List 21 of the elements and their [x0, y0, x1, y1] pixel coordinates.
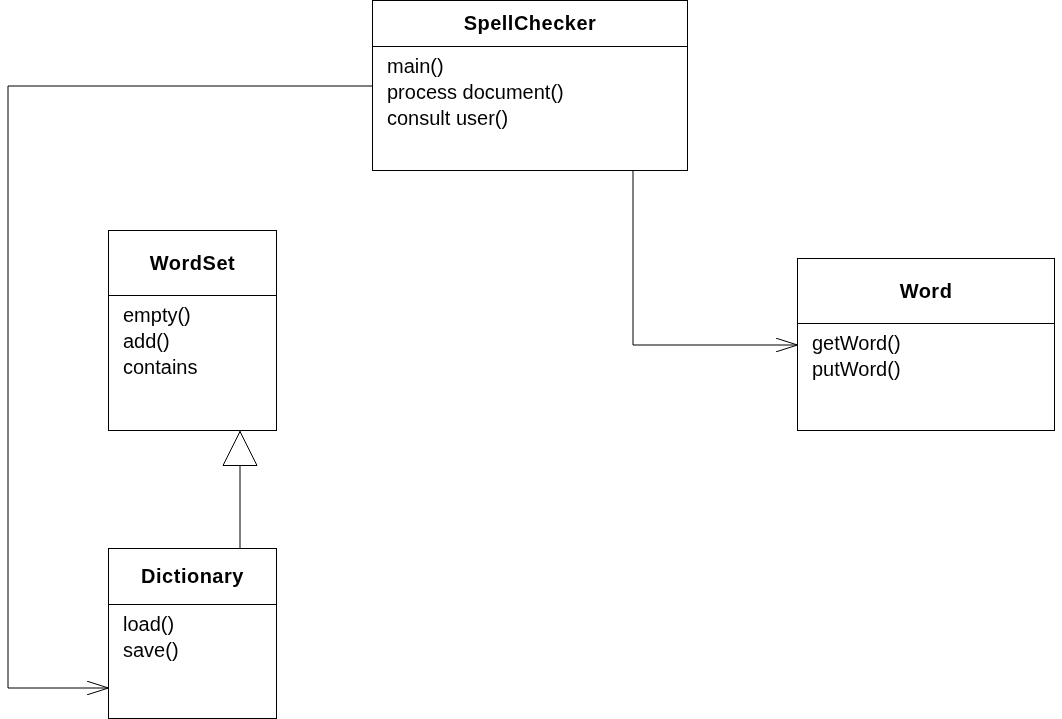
association-arrow	[632, 170, 798, 353]
method-name: save()	[123, 638, 180, 663]
method-name: add()	[123, 329, 171, 354]
class-name: Word	[798, 259, 1054, 324]
class-name: SpellChecker	[373, 1, 687, 47]
class-name: WordSet	[109, 231, 276, 296]
method-name: getWord()	[812, 331, 902, 356]
association-arrow	[7, 85, 373, 696]
method-name: contains	[123, 355, 199, 380]
method-name: empty()	[123, 303, 192, 328]
class-box	[797, 258, 1055, 431]
class-box	[372, 0, 688, 171]
class-name: Dictionary	[109, 549, 276, 605]
inheritance-arrow	[222, 430, 258, 549]
class-box	[108, 230, 277, 431]
method-name: consult user()	[387, 106, 510, 131]
method-name: load()	[123, 612, 176, 637]
class-box	[108, 548, 277, 719]
method-name: putWord()	[812, 357, 902, 382]
method-name: process document()	[387, 80, 565, 105]
method-name: main()	[387, 54, 445, 79]
